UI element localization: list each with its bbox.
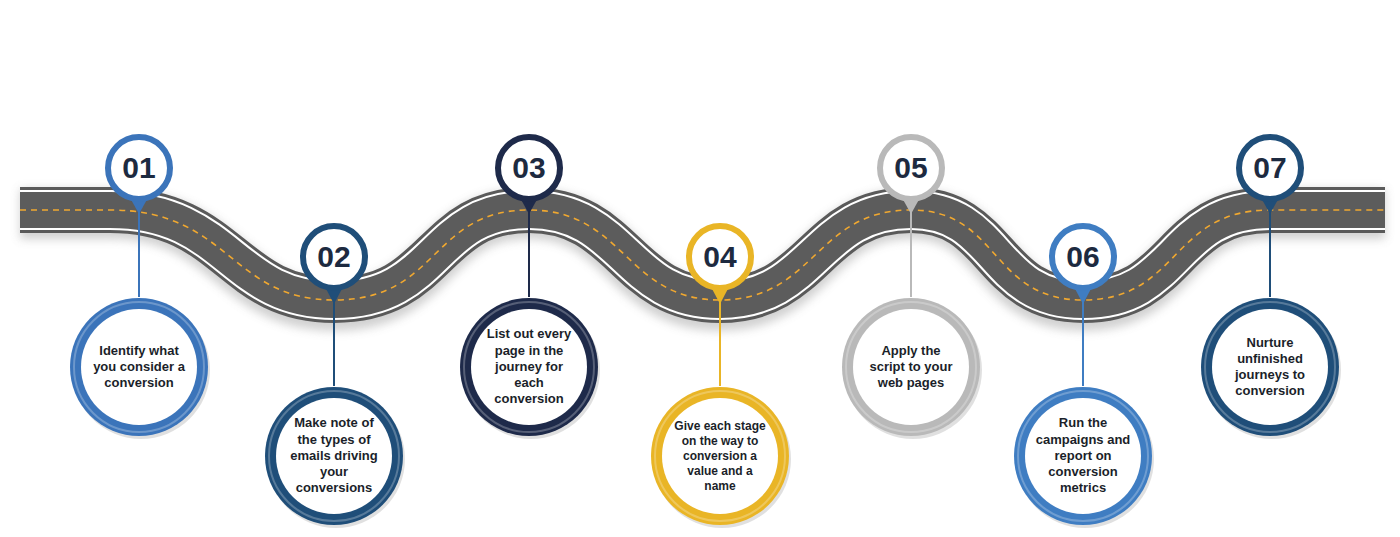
pin-pointer <box>128 194 1281 304</box>
step-circle: Nurture unfinished journeys to conversio… <box>1200 297 1340 437</box>
step-marker: 04 <box>686 223 754 291</box>
step-number: 06 <box>1066 240 1099 274</box>
leader-line <box>333 291 335 386</box>
step-marker: 01 <box>105 134 173 202</box>
step-marker: 06 <box>1049 223 1117 291</box>
leader-line <box>1082 291 1084 386</box>
step-text: Identify what you consider a conversion <box>91 343 187 392</box>
step-marker: 05 <box>877 134 945 202</box>
step-circle: Apply the script to your web pages <box>841 297 981 437</box>
step-number: 02 <box>317 240 350 274</box>
step-text: List out every page in the journey for e… <box>481 326 577 407</box>
step-circle: List out every page in the journey for e… <box>459 297 599 437</box>
step-text: Apply the script to your web pages <box>863 343 959 392</box>
leader-line <box>719 291 721 386</box>
step-circle: Make note of the types of emails driving… <box>264 386 404 526</box>
step-number: 05 <box>894 151 927 185</box>
leader-line <box>138 202 140 297</box>
step-number: 01 <box>122 151 155 185</box>
step-circle: Run the campaigns and report on conversi… <box>1013 386 1153 526</box>
step-circle: Identify what you consider a conversion <box>69 297 209 437</box>
step-number: 04 <box>703 240 736 274</box>
leader-line <box>910 202 912 297</box>
step-circle: Give each stage on the way to conversion… <box>650 386 790 526</box>
leader-line <box>528 202 530 297</box>
step-text: Run the campaigns and report on conversi… <box>1035 415 1131 496</box>
step-text: Make note of the types of emails driving… <box>286 415 382 496</box>
step-text: Give each stage on the way to conversion… <box>670 419 770 494</box>
step-marker: 07 <box>1236 134 1304 202</box>
step-text: Nurture unfinished journeys to conversio… <box>1222 335 1318 400</box>
step-number: 07 <box>1253 151 1286 185</box>
step-marker: 02 <box>300 223 368 291</box>
step-marker: 03 <box>495 134 563 202</box>
step-number: 03 <box>512 151 545 185</box>
leader-line <box>1269 202 1271 297</box>
